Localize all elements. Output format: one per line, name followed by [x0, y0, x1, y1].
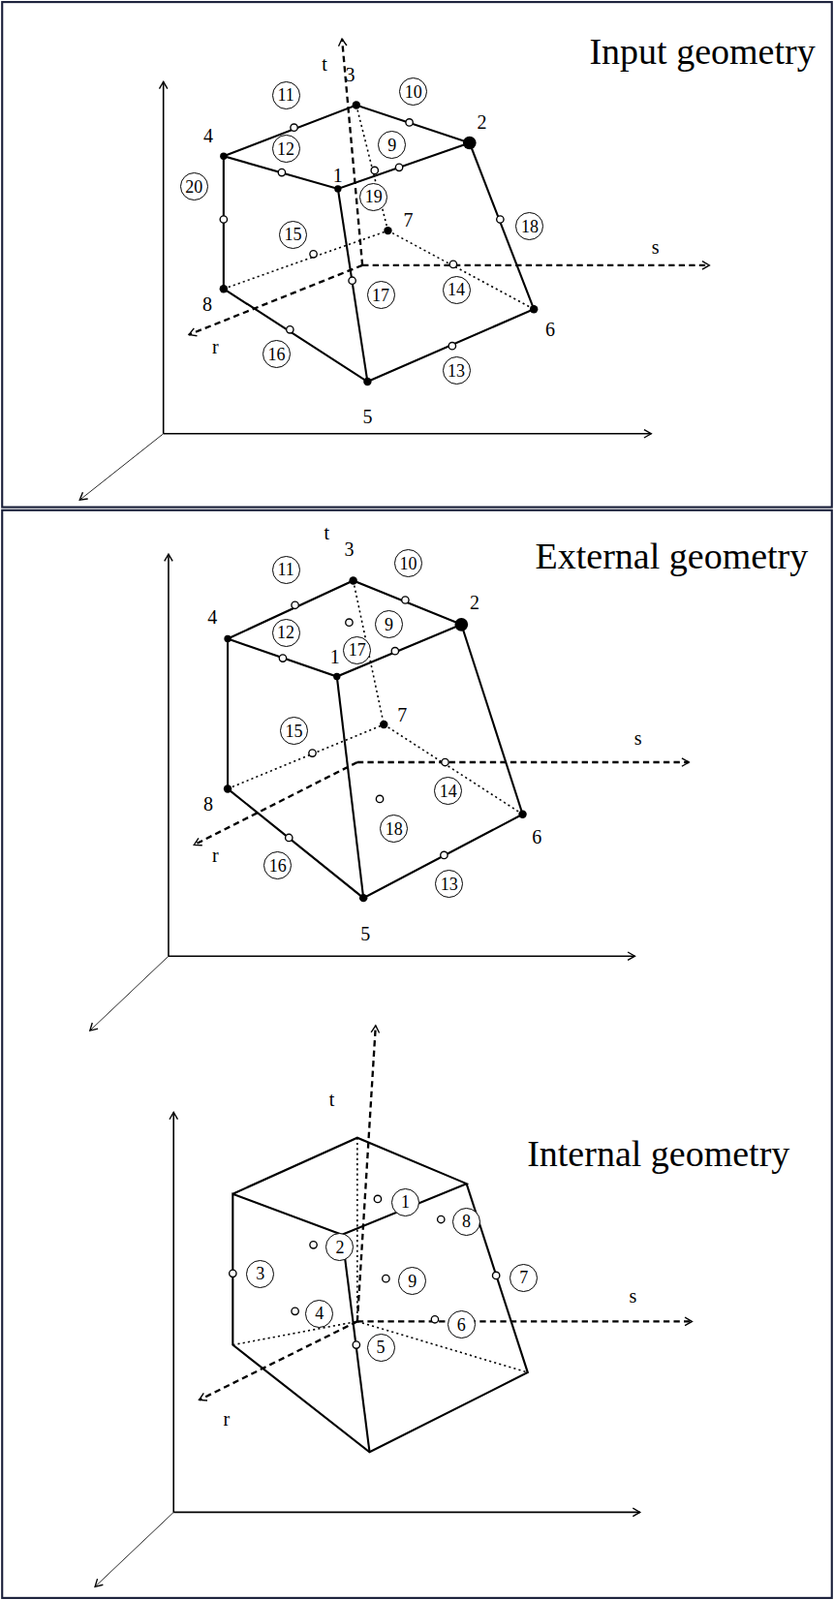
callout-circle: 18 — [379, 814, 408, 843]
callout-circle: 16 — [263, 851, 292, 880]
node-number: r — [212, 337, 219, 357]
node-number: 3 — [344, 64, 355, 85]
callout-circle: 17 — [367, 280, 396, 309]
node-number: 1 — [330, 647, 340, 667]
node-number: r — [212, 845, 219, 865]
callout-number: 17 — [371, 286, 390, 305]
callout-circle: 12 — [272, 134, 301, 163]
node-number: s — [628, 1286, 637, 1306]
node-number: 4 — [207, 607, 217, 627]
node-number: 3 — [343, 539, 354, 559]
callout-number: 14 — [439, 782, 458, 801]
node-number: 7 — [403, 210, 414, 230]
node-number: 8 — [202, 294, 213, 314]
callout-number: 3 — [255, 1265, 265, 1283]
callout-number: 14 — [447, 280, 465, 299]
callout-circle: 8 — [452, 1207, 481, 1236]
callout-circle: 9 — [374, 610, 403, 639]
callout-number: 5 — [376, 1338, 386, 1357]
node-number: 5 — [360, 924, 371, 944]
callout-circle: 5 — [367, 1333, 396, 1362]
callout-number: 11 — [277, 86, 294, 104]
callout-number: 15 — [283, 225, 302, 244]
callout-number: 12 — [277, 140, 295, 158]
callout-number: 9 — [407, 1272, 417, 1291]
callout-circle: 7 — [509, 1264, 538, 1293]
node-number: 2 — [469, 592, 480, 613]
callout-number: 16 — [268, 345, 286, 364]
callout-circle: 10 — [394, 549, 423, 578]
callout-number: 11 — [277, 560, 294, 579]
callout-number: 8 — [462, 1212, 471, 1231]
node-number: t — [329, 1089, 336, 1110]
callout-circle: 2 — [325, 1233, 354, 1262]
callout-number: 17 — [348, 641, 367, 659]
callout-number: 15 — [285, 722, 304, 741]
callout-circle: 12 — [272, 618, 301, 648]
callout-circle: 1 — [391, 1188, 420, 1217]
callout-circle: 10 — [399, 77, 428, 106]
callout-number: 12 — [277, 623, 295, 642]
callout-number: 9 — [384, 616, 394, 634]
callout-number: 19 — [365, 187, 383, 206]
callout-number: 4 — [314, 1304, 324, 1323]
callout-circle: 11 — [272, 81, 301, 110]
callout-circle: 14 — [433, 776, 463, 805]
callout-circle: 15 — [279, 716, 309, 745]
node-number: 4 — [203, 125, 214, 146]
callout-circle: 4 — [305, 1299, 334, 1329]
callout-number: 2 — [335, 1238, 344, 1257]
callout-number: 13 — [447, 362, 465, 380]
callout-circle: 19 — [359, 183, 388, 212]
callout-number: 20 — [185, 178, 203, 196]
node-number: 1 — [333, 165, 343, 186]
node-number: s — [651, 237, 660, 257]
callout-circle: 9 — [398, 1266, 427, 1296]
callout-circle: 16 — [262, 339, 291, 369]
callout-number: 16 — [269, 857, 287, 875]
callout-number: 10 — [400, 555, 418, 573]
callout-number: 13 — [440, 875, 459, 894]
node-number: 7 — [397, 705, 407, 725]
callout-circle: 13 — [442, 356, 471, 385]
callout-circle: 17 — [342, 636, 371, 665]
callout-number: 18 — [521, 217, 539, 236]
callout-circle: 14 — [442, 276, 471, 305]
node-number: 6 — [531, 827, 542, 847]
callout-number: 9 — [387, 136, 397, 155]
node-number: t — [323, 523, 330, 543]
callout-number: 18 — [385, 820, 403, 838]
callout-number: 7 — [519, 1268, 528, 1287]
callout-number: 1 — [401, 1193, 410, 1211]
callout-number: 6 — [457, 1316, 466, 1334]
callout-number: 10 — [404, 83, 423, 101]
callout-circle: 20 — [180, 172, 209, 201]
panel-title: Internal geometry — [526, 1135, 790, 1173]
callout-circle: 6 — [447, 1310, 476, 1339]
node-number: t — [321, 54, 328, 74]
callout-circle: 13 — [434, 869, 464, 898]
callout-circle: 3 — [246, 1260, 275, 1289]
node-number: r — [223, 1409, 231, 1429]
panel-title: External geometry — [535, 537, 809, 575]
callout-circle: 11 — [272, 556, 301, 585]
callout-circle: 15 — [278, 220, 308, 249]
callout-circle: 18 — [515, 212, 544, 241]
node-number: 6 — [545, 319, 556, 340]
node-number: 2 — [476, 112, 487, 132]
panel-title: Input geometry — [588, 32, 815, 70]
node-number: 8 — [203, 794, 214, 814]
node-number: 5 — [362, 406, 372, 427]
node-number: s — [634, 728, 643, 748]
callout-circle: 9 — [377, 130, 406, 159]
